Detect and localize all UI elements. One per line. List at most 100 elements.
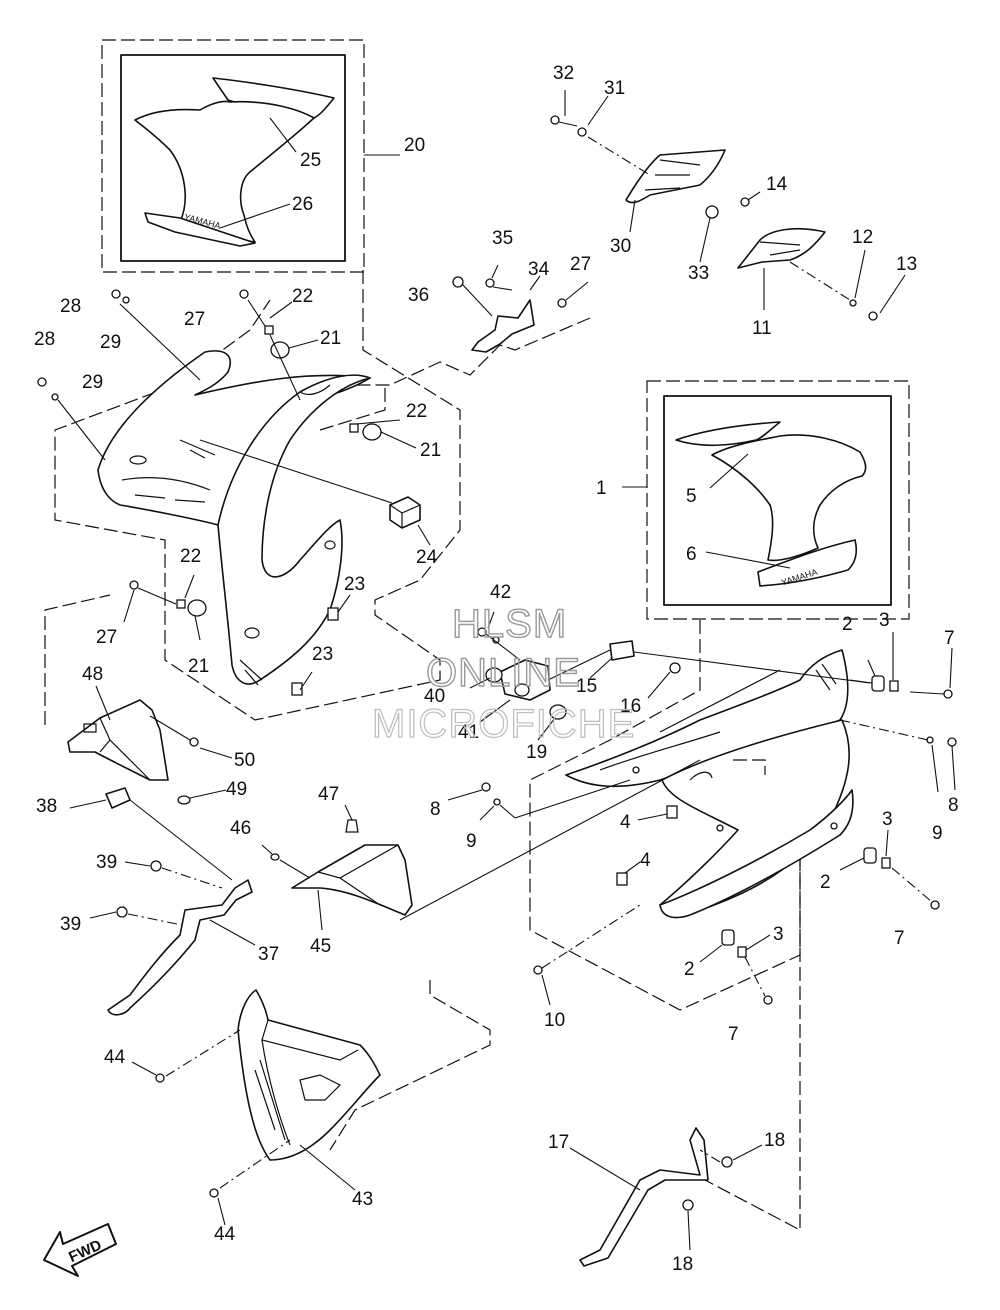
callout-5: 5	[686, 486, 697, 507]
callout-29b: 29	[82, 372, 103, 393]
left-fairing-assembly	[97, 350, 371, 686]
callout-26: 26	[292, 194, 313, 215]
callout-21a: 21	[320, 328, 341, 349]
decal-panel-left	[134, 100, 315, 243]
callout-14: 14	[766, 174, 788, 195]
watermark: HLSM ONLINE MICROFICHE	[371, 601, 635, 746]
callout-4a: 4	[620, 812, 631, 833]
callout-23a: 23	[344, 574, 365, 595]
callout-2c: 2	[684, 959, 695, 980]
callout-25: 25	[300, 150, 321, 171]
callout-47: 47	[318, 784, 339, 805]
callout-15: 15	[576, 676, 597, 697]
decal-kit-1: YAMAHA	[622, 421, 867, 588]
callout-40: 40	[424, 686, 445, 707]
callout-7b: 7	[894, 928, 905, 949]
callout-19: 19	[526, 742, 547, 763]
callout-9a: 9	[466, 831, 477, 852]
bracket-37	[69, 787, 256, 1016]
stay-17	[569, 1127, 763, 1267]
callout-39a: 39	[96, 852, 117, 873]
callout-44a: 44	[104, 1047, 126, 1068]
fairing-right-under	[659, 789, 854, 919]
right-fairing-assembly	[565, 649, 854, 919]
callout-45: 45	[310, 936, 331, 957]
grommets-21-22	[176, 301, 417, 641]
callout-21c: 21	[188, 656, 209, 677]
callout-27b: 27	[570, 254, 591, 275]
decal-5	[675, 421, 781, 447]
callout-50: 50	[234, 750, 255, 771]
callout-30: 30	[610, 236, 631, 257]
callout-7c: 7	[728, 1024, 739, 1045]
assembly-outline-lower	[329, 980, 491, 1151]
callout-12: 12	[852, 227, 873, 248]
callout-41: 41	[458, 722, 479, 743]
callout-36: 36	[408, 285, 429, 306]
bracket-34	[452, 264, 541, 353]
assembly-outline-left	[54, 270, 461, 721]
callout-3b: 3	[882, 809, 893, 830]
assembly-outline-right-b	[704, 720, 801, 1231]
callout-9b: 9	[932, 823, 943, 844]
screws-27-28-29	[37, 281, 589, 623]
callout-18b: 18	[672, 1254, 693, 1275]
callout-24: 24	[416, 547, 438, 568]
callout-42: 42	[490, 582, 511, 603]
callout-1: 1	[596, 478, 607, 499]
callout-46: 46	[230, 818, 251, 839]
callout-29a: 29	[100, 332, 121, 353]
clips-23	[291, 594, 351, 696]
callout-16: 16	[620, 696, 641, 717]
callout-8b: 8	[948, 795, 959, 816]
fairing-right-upper	[565, 649, 849, 788]
callout-23b: 23	[312, 644, 333, 665]
callout-22a: 22	[292, 286, 313, 307]
callout-35: 35	[492, 228, 513, 249]
bracket-45	[261, 759, 701, 931]
callout-27a: 27	[184, 309, 205, 330]
fwd-arrow: FWD	[43, 1223, 117, 1277]
callout-44b: 44	[214, 1224, 236, 1245]
clips-4	[616, 805, 678, 886]
callout-34: 34	[528, 259, 550, 280]
callout-17: 17	[548, 1132, 569, 1153]
callout-39b: 39	[60, 914, 81, 935]
bracket-11	[737, 191, 906, 321]
assembly-outline-48	[44, 594, 111, 725]
callout-33: 33	[688, 263, 709, 284]
callout-49: 49	[226, 779, 247, 800]
callout-18a: 18	[764, 1130, 785, 1151]
assembly-outline-right	[529, 620, 801, 1011]
part-24-block	[199, 439, 431, 546]
callout-22b: 22	[406, 401, 427, 422]
lower-cowl-43	[131, 989, 381, 1226]
assembly-outline-top	[355, 317, 591, 386]
fairing-side-panel	[217, 374, 371, 685]
watermark-line1: HLSM	[452, 602, 567, 646]
callout-labels: 1 2 2 2 3 3 3 4 4 5 6 7 7 7 8 8 9 9 10 1…	[34, 63, 959, 1275]
bracket-30	[550, 90, 726, 263]
assembly-outline-mid	[319, 385, 386, 431]
watermark-line2: ONLINE	[426, 651, 581, 695]
callout-31: 31	[604, 78, 625, 99]
callout-28b: 28	[34, 329, 55, 350]
decal-panel-right	[711, 434, 867, 562]
callout-6: 6	[686, 544, 697, 565]
callout-38: 38	[36, 796, 57, 817]
callout-10: 10	[544, 1010, 565, 1031]
callout-2a: 2	[842, 614, 853, 635]
bracket-41	[469, 611, 871, 741]
screws-8-9-10	[447, 779, 641, 1006]
callout-43: 43	[352, 1189, 373, 1210]
callout-22c: 22	[180, 546, 201, 567]
callout-2b: 2	[820, 872, 831, 893]
callout-48: 48	[82, 664, 103, 685]
callout-28a: 28	[60, 296, 81, 317]
callout-32: 32	[553, 63, 574, 84]
fairing-right-lower	[659, 719, 850, 915]
callout-21b: 21	[420, 440, 441, 461]
callout-20: 20	[404, 135, 425, 156]
decal-kit-20: YAMAHA	[134, 77, 400, 247]
